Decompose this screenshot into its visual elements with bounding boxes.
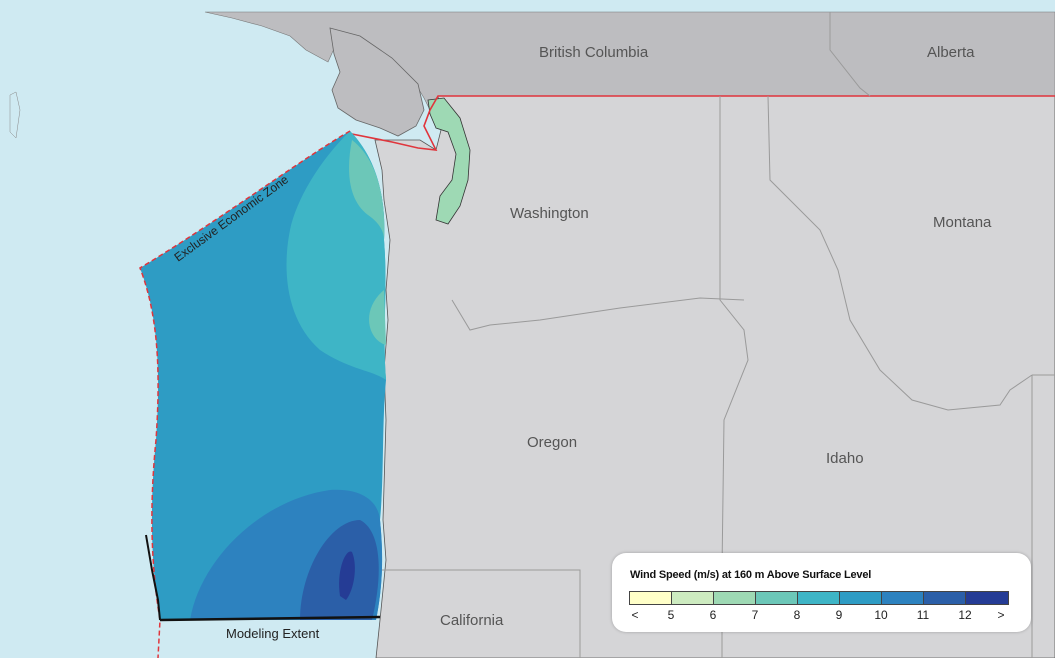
- zone-11: [300, 520, 379, 620]
- wind-speed-field: [140, 131, 386, 620]
- legend-tick-label: >: [997, 608, 1005, 622]
- legend-tick-label: 8: [793, 608, 801, 622]
- label-idaho: Idaho: [826, 450, 864, 467]
- legend-title: Wind Speed (m/s) at 160 m Above Surface …: [630, 569, 872, 581]
- label-modeling-extent: Modeling Extent: [226, 626, 320, 641]
- small-island: [9, 91, 21, 139]
- label-washington: Washington: [510, 205, 589, 222]
- us-land: [374, 95, 1055, 658]
- legend-tick-label: 12: [958, 608, 972, 622]
- label-california: California: [440, 612, 504, 629]
- legend-tick-label: <: [631, 608, 639, 622]
- international-border: [351, 95, 1055, 151]
- coastline-south-segment: [145, 534, 161, 621]
- label-oregon: Oregon: [527, 434, 577, 451]
- legend: Wind Speed (m/s) at 160 m Above Surface …: [612, 553, 1031, 632]
- vancouver-island: [329, 27, 425, 137]
- legend-tick-label: 9: [835, 608, 843, 622]
- legend-tick-label: 5: [667, 608, 675, 622]
- eez-boundary: [139, 130, 351, 658]
- label-montana: Montana: [933, 214, 992, 231]
- state-borders: [376, 12, 1055, 658]
- legend-swatch: [798, 592, 840, 604]
- legend-tick-label: 10: [874, 608, 888, 622]
- zone-12: [339, 551, 355, 600]
- legend-swatch: [882, 592, 924, 604]
- legend-swatch: [672, 592, 714, 604]
- legend-tick-label: 11: [916, 608, 930, 622]
- legend-swatch: [924, 592, 966, 604]
- legend-swatch: [966, 592, 1008, 604]
- modeling-extent-line: [159, 615, 381, 622]
- legend-swatch: [756, 592, 798, 604]
- puget-sound: [427, 97, 471, 225]
- legend-swatch: [630, 592, 672, 604]
- legend-tick-label: 6: [709, 608, 717, 622]
- legend-color-bar: [629, 591, 1009, 605]
- legend-swatch: [840, 592, 882, 604]
- zone-8-south: [369, 290, 386, 345]
- zone-8: [349, 140, 385, 240]
- label-british-columbia: British Columbia: [539, 44, 649, 61]
- legend-swatch: [714, 592, 756, 604]
- label-alberta: Alberta: [927, 44, 975, 61]
- legend-tick-labels: <5 6 7 8 9 10 11 12 >: [629, 608, 1017, 624]
- legend-tick-label: 7: [751, 608, 759, 622]
